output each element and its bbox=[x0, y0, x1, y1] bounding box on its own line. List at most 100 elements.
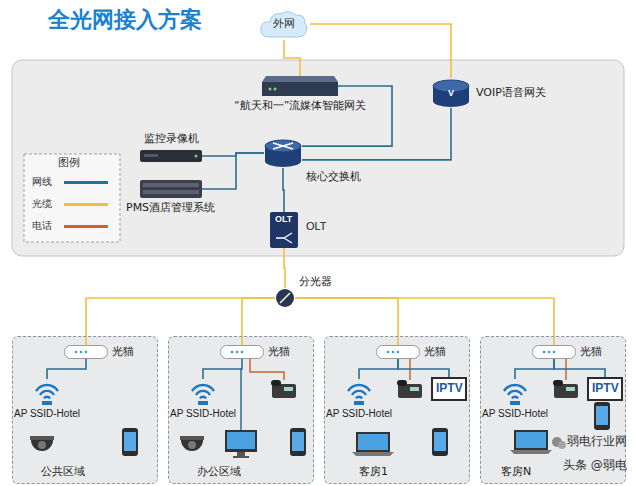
mobile-icon-part bbox=[290, 428, 306, 456]
recorder-icon-part bbox=[144, 154, 158, 157]
modem-icon-part bbox=[553, 351, 556, 354]
modem-icon bbox=[376, 345, 420, 359]
connector-line bbox=[310, 24, 451, 78]
mobile-icon-part bbox=[594, 402, 610, 430]
olt-device: OLTOLT bbox=[270, 212, 298, 248]
modem-icon bbox=[532, 345, 576, 359]
modem-icon-part bbox=[543, 351, 546, 354]
optical-modem-text: 光猫 bbox=[580, 346, 602, 359]
area-ground bbox=[12, 336, 626, 484]
camera-icon-part bbox=[31, 440, 53, 451]
main-panel bbox=[12, 60, 624, 256]
server-icon-part bbox=[143, 190, 199, 194]
ap-icon bbox=[501, 379, 529, 405]
server-icon-part bbox=[143, 183, 199, 187]
desk-phone-icon bbox=[271, 380, 578, 398]
wifi-ap-text: AP SSID-Hotel bbox=[170, 408, 236, 420]
pms-server: PMS酒店管理系统 bbox=[140, 180, 202, 198]
optical-splitter-text: 分光器 bbox=[299, 276, 332, 289]
ap-icon-part bbox=[42, 401, 52, 405]
legend-box bbox=[24, 154, 120, 242]
switch-icon-part bbox=[265, 155, 301, 167]
optical-modem: 光猫 bbox=[376, 345, 420, 359]
pms-server-text: PMS酒店管理系统 bbox=[126, 202, 215, 215]
connector-line bbox=[398, 359, 449, 377]
desk-phone-icon-part bbox=[553, 380, 563, 386]
connector-line bbox=[284, 40, 300, 76]
ap-icon-part bbox=[198, 401, 208, 405]
olt-icon-part bbox=[276, 233, 292, 243]
laptop-icon-part bbox=[514, 430, 548, 450]
olt-device-text: OLT bbox=[275, 214, 292, 224]
legend-text: 电话 bbox=[32, 220, 52, 232]
modem-icon-part bbox=[236, 351, 239, 354]
wifi-ap: AP SSID-Hotel bbox=[501, 379, 529, 405]
video-recorder-text: 监控录像机 bbox=[144, 133, 199, 146]
switch-icon bbox=[264, 138, 302, 168]
optical-splitter: 分光器 bbox=[275, 288, 295, 308]
modem-icon-part bbox=[75, 351, 78, 354]
wifi-ap-text: AP SSID-Hotel bbox=[482, 408, 548, 420]
olt-icon-part bbox=[270, 212, 298, 248]
local-wire-part bbox=[240, 368, 242, 430]
gateway-icon-part bbox=[262, 82, 338, 96]
camera-icon-part bbox=[181, 440, 203, 451]
legend-swatch bbox=[64, 203, 108, 206]
camera-icon-part bbox=[188, 441, 196, 449]
wifi-ap-text: AP SSID-Hotel bbox=[326, 408, 392, 420]
area-panel-text: 办公区域 bbox=[197, 466, 241, 479]
optical-modem-text: 光猫 bbox=[268, 346, 290, 359]
modem-icon-part bbox=[548, 351, 551, 354]
iptv-screen-text: IPTV bbox=[592, 382, 619, 396]
ap-icon-part bbox=[510, 401, 520, 405]
ap-icon-part bbox=[348, 385, 370, 399]
gateway-icon bbox=[262, 76, 338, 96]
iptv-screen-text: IPTV bbox=[436, 382, 463, 396]
cloud-icon-part bbox=[261, 12, 307, 37]
connector-line bbox=[515, 359, 554, 379]
media-gateway: “航天和一”流媒体智能网关 bbox=[262, 76, 338, 96]
splitter-icon bbox=[275, 288, 295, 308]
main-panel-part bbox=[12, 60, 624, 256]
legend-text: 光缆 bbox=[32, 198, 52, 210]
desk-phone-icon-part bbox=[284, 387, 293, 391]
core-switch: 核心交换机 bbox=[264, 138, 302, 168]
camera-icon bbox=[30, 436, 204, 451]
laptop-icon-part bbox=[356, 432, 390, 452]
mobile-icon-part bbox=[122, 428, 138, 456]
wechat-icon bbox=[552, 437, 566, 449]
connector-line bbox=[554, 359, 605, 377]
gateway-icon-part bbox=[269, 88, 272, 91]
area-panel-text: 客房N bbox=[501, 466, 531, 479]
modem-icon-part bbox=[80, 351, 83, 354]
connector-line bbox=[47, 359, 86, 379]
desk-phone-icon-part bbox=[554, 384, 578, 398]
optical-modem: 光猫 bbox=[64, 345, 108, 359]
optical-modem: 光猫 bbox=[532, 345, 576, 359]
diagram-title: 全光网接入方案 bbox=[48, 7, 202, 32]
wifi-ap: AP SSID-Hotel bbox=[345, 379, 373, 405]
voip-gateway-text: V bbox=[448, 88, 454, 98]
mobile-icon-part bbox=[596, 406, 608, 425]
modem-icon-part bbox=[397, 351, 400, 354]
legend-swatch bbox=[64, 225, 108, 228]
connector-line bbox=[295, 298, 554, 345]
mobile-icon-part bbox=[124, 432, 136, 451]
laptop-icon bbox=[352, 430, 552, 456]
ap-icon-part bbox=[192, 385, 214, 399]
legend-box-part bbox=[24, 154, 120, 242]
connector-line bbox=[203, 359, 242, 379]
optical-modem-text: 光猫 bbox=[112, 346, 134, 359]
modem-icon-part bbox=[387, 351, 390, 354]
core-switch-text: 核心交换机 bbox=[306, 171, 361, 184]
mobile-icon-part bbox=[432, 428, 448, 456]
camera-icon-part bbox=[180, 436, 204, 440]
ap-icon bbox=[33, 379, 61, 405]
switch-icon-part bbox=[265, 140, 301, 152]
laptop-icon-part bbox=[510, 450, 552, 454]
desk-phone-icon-part bbox=[397, 380, 407, 386]
camera-icon-part bbox=[38, 441, 46, 449]
monitor-icon-part bbox=[225, 430, 257, 452]
modem-icon-part bbox=[533, 346, 576, 359]
optical-modem-text: 光猫 bbox=[424, 346, 446, 359]
